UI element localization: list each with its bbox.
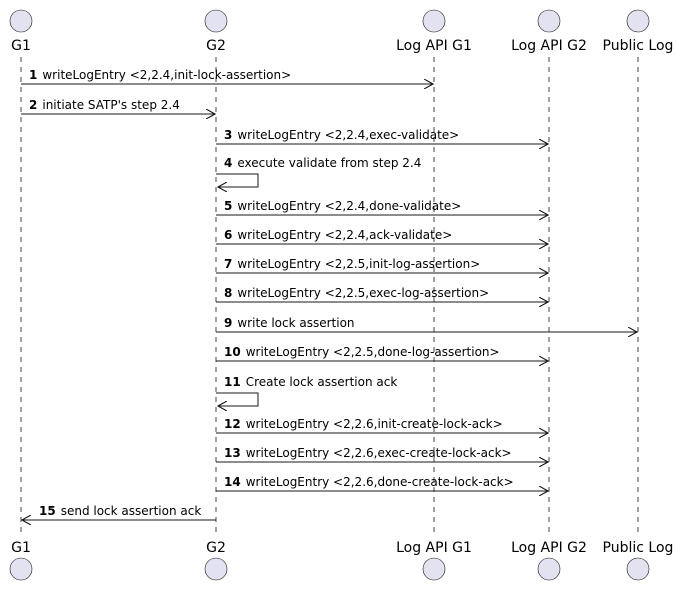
participant-g2-top-icon [204,9,228,33]
message-4: 4 execute validate from step 2.4 [216,156,421,187]
message-4-arrow [216,173,259,187]
participant-logapi2-bottom-label: Log API G2 [511,540,587,556]
participant-publog-bottom-icon [626,557,650,581]
message-9-text: write lock assertion [237,316,354,330]
message-10-number: 10 [224,345,241,359]
message-3: 3 writeLogEntry <2,2.4,exec-validate> [216,128,548,144]
message-10: 10 writeLogEntry <2,2.5,done-log-assertio… [216,345,548,361]
message-15-label: 15 send lock assertion ack [39,504,201,518]
message-2-text: initiate SATP's step 2.4 [42,98,179,112]
message-12-number: 12 [224,417,241,431]
message-11-arrow [216,392,259,406]
participant-g2-top-label: G2 [206,38,226,54]
message-15: 15 send lock assertion ack [22,504,216,520]
message-8-text: writeLogEntry <2,2.5,exec-log-assertion> [237,286,489,300]
message-7-label: 7 writeLogEntry <2,2.5,init-log-assertion… [224,257,480,271]
message-5: 5 writeLogEntry <2,2.4,done-validate> [216,199,548,215]
message-11-text: Create lock assertion ack [246,375,398,389]
message-8-number: 8 [224,286,232,300]
participant-publog-bottom-label: Public Log [603,540,674,556]
participant-logapi1-bottom-label: Log API G1 [396,540,472,556]
participant-logapi1-bottom-icon [422,557,446,581]
message-11-number: 11 [224,375,241,389]
message-7-text: writeLogEntry <2,2.5,init-log-assertion> [237,257,480,271]
message-5-label: 5 writeLogEntry <2,2.4,done-validate> [224,199,461,213]
message-1-label: 1 writeLogEntry <2,2.4,init-lock-assertio… [29,68,291,82]
message-6-label: 6 writeLogEntry <2,2.4,ack-validate> [224,228,452,242]
message-13-number: 13 [224,446,241,460]
message-5-text: writeLogEntry <2,2.4,done-validate> [237,199,461,213]
participant-logapi1-top-icon [422,9,446,33]
message-1: 1 writeLogEntry <2,2.4,init-lock-assertio… [21,68,433,84]
participant-g2-bottom-icon [204,557,228,581]
message-3-text: writeLogEntry <2,2.4,exec-validate> [237,128,459,142]
participant-g1-bottom-label: G1 [11,540,31,556]
message-6-number: 6 [224,228,232,242]
message-5-number: 5 [224,199,232,213]
message-1-text: writeLogEntry <2,2.4,init-lock-assertion… [42,68,291,82]
participant-logapi2-top-icon [537,9,561,33]
participant-g1-top-label: G1 [11,38,31,54]
message-14-number: 14 [224,475,241,489]
participant-logapi2-bottom-icon [537,557,561,581]
message-6: 6 writeLogEntry <2,2.4,ack-validate> [216,228,548,244]
message-8: 8 writeLogEntry <2,2.5,exec-log-assertion… [216,286,548,302]
message-2-label: 2 initiate SATP's step 2.4 [29,98,180,112]
message-11: 11 Create lock assertion ack [216,375,397,406]
message-12-text: writeLogEntry <2,2.6,init-create-lock-ac… [246,417,503,431]
message-9-label: 9 write lock assertion [224,316,355,330]
message-15-number: 15 [39,504,56,518]
message-7: 7 writeLogEntry <2,2.5,init-log-assertion… [216,257,548,273]
message-9-number: 9 [224,316,232,330]
message-4-number: 4 [224,156,232,170]
message-12: 12 writeLogEntry <2,2.6,init-create-lock-… [216,417,548,433]
message-15-text: send lock assertion ack [61,504,202,518]
message-1-number: 1 [29,68,37,82]
message-10-label: 10 writeLogEntry <2,2.5,done-log-assertio… [224,345,500,359]
message-3-label: 3 writeLogEntry <2,2.4,exec-validate> [224,128,459,142]
message-4-label: 4 execute validate from step 2.4 [224,156,421,170]
message-8-label: 8 writeLogEntry <2,2.5,exec-log-assertion… [224,286,489,300]
message-10-text: writeLogEntry <2,2.5,done-log-assertion> [246,345,500,359]
message-13-text: writeLogEntry <2,2.6,exec-create-lock-ac… [246,446,512,460]
message-13-label: 13 writeLogEntry <2,2.6,exec-create-lock-… [224,446,512,460]
message-4-text: execute validate from step 2.4 [237,156,421,170]
participant-publog-top-label: Public Log [603,38,674,54]
message-2-number: 2 [29,98,37,112]
message-11-label: 11 Create lock assertion ack [224,375,397,389]
message-14-text: writeLogEntry <2,2.6,done-create-lock-ac… [246,475,514,489]
participant-g1-top-icon [9,9,33,33]
participant-g2-bottom-label: G2 [206,540,226,556]
participant-g1-bottom-icon [9,557,33,581]
message-14: 14 writeLogEntry <2,2.6,done-create-lock-… [216,475,548,491]
participant-publog-top-icon [626,9,650,33]
message-7-number: 7 [224,257,232,271]
participant-logapi2-top-label: Log API G2 [511,38,587,54]
message-3-number: 3 [224,128,232,142]
message-6-text: writeLogEntry <2,2.4,ack-validate> [237,228,452,242]
message-12-label: 12 writeLogEntry <2,2.6,init-create-lock-… [224,417,503,431]
message-9: 9 write lock assertion [216,316,637,332]
message-2: 2 initiate SATP's step 2.4 [21,98,215,114]
message-13: 13 writeLogEntry <2,2.6,exec-create-lock-… [216,446,548,462]
message-14-label: 14 writeLogEntry <2,2.6,done-create-lock-… [224,475,514,489]
participant-logapi1-top-label: Log API G1 [396,38,472,54]
